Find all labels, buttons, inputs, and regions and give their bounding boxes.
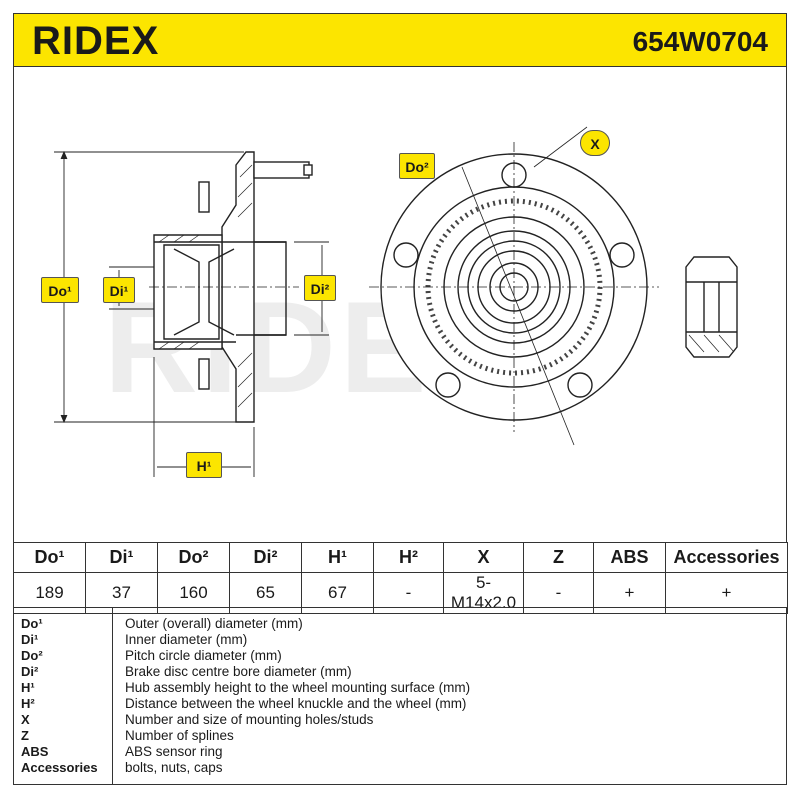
legend-key: Do² xyxy=(21,648,43,663)
legend-row: H² Distance between the wheel knuckle an… xyxy=(14,696,786,712)
spec-header-row: Do¹ Di¹ Do² Di² H¹ H² X Z ABS Accessorie… xyxy=(13,542,788,573)
hub-front-view xyxy=(369,126,659,446)
legend-row: Z Number of splines xyxy=(14,728,786,744)
legend-desc: bolts, nuts, caps xyxy=(125,760,223,775)
header-cell: Do¹ xyxy=(13,542,86,573)
legend-key: Di¹ xyxy=(21,632,39,647)
legend-key: X xyxy=(21,712,30,727)
legend-row: H¹ Hub assembly height to the wheel moun… xyxy=(14,680,786,696)
brand-logo: RIDEX xyxy=(32,19,160,63)
legend-row: Accessories bolts, nuts, caps xyxy=(14,760,786,776)
legend-key: Z xyxy=(21,728,29,743)
do2-label: Do² xyxy=(399,153,435,179)
legend-divider xyxy=(112,608,113,784)
header-cell: Di² xyxy=(229,542,302,573)
header-cell: H² xyxy=(373,542,444,573)
header-cell: Di¹ xyxy=(85,542,158,573)
header-cell: Do² xyxy=(157,542,230,573)
h1-label: H¹ xyxy=(186,452,222,478)
header-cell: Z xyxy=(523,542,594,573)
x-label: X xyxy=(580,130,610,156)
legend-desc: Pitch circle diameter (mm) xyxy=(125,648,282,663)
legend-panel: Do¹ Outer (overall) diameter (mm) Di¹ In… xyxy=(13,607,787,785)
header-bar: RIDEX 654W0704 xyxy=(13,13,787,67)
legend-row: Di¹ Inner diameter (mm) xyxy=(14,632,786,648)
drawing-svg xyxy=(54,126,738,477)
legend-key: H¹ xyxy=(21,680,35,695)
legend-key: H² xyxy=(21,696,35,711)
legend-row: X Number and size of mounting holes/stud… xyxy=(14,712,786,728)
do1-label: Do¹ xyxy=(41,277,79,303)
legend-key: Accessories xyxy=(21,760,98,775)
header-cell: H¹ xyxy=(301,542,374,573)
header-cell: Accessories xyxy=(665,542,788,573)
legend-desc: Inner diameter (mm) xyxy=(125,632,248,647)
legend-desc: Number of splines xyxy=(125,728,234,743)
header-cell: ABS xyxy=(593,542,666,573)
legend-row: Do² Pitch circle diameter (mm) xyxy=(14,648,786,664)
legend-desc: ABS sensor ring xyxy=(125,744,223,759)
hub-side-view xyxy=(149,151,313,423)
di1-label: Di¹ xyxy=(103,277,135,303)
legend-desc: Hub assembly height to the wheel mountin… xyxy=(125,680,471,695)
legend-key: Di² xyxy=(21,664,39,679)
legend-key: Do¹ xyxy=(21,616,43,631)
spec-table: Do¹ Di¹ Do² Di² H¹ H² X Z ABS Accessorie… xyxy=(13,542,788,614)
header-cell: X xyxy=(443,542,524,573)
nut-drawing xyxy=(685,256,738,358)
legend-desc: Outer (overall) diameter (mm) xyxy=(125,616,303,631)
part-number: 654W0704 xyxy=(632,26,768,57)
legend-row: Di² Brake disc centre bore diameter (mm) xyxy=(14,664,786,680)
legend-row: Do¹ Outer (overall) diameter (mm) xyxy=(14,616,786,632)
di2-label: Di² xyxy=(304,275,336,301)
legend-key: ABS xyxy=(21,744,49,759)
legend-row: ABS ABS sensor ring xyxy=(14,744,786,760)
legend-desc: Brake disc centre bore diameter (mm) xyxy=(125,664,352,679)
legend-desc: Number and size of mounting holes/studs xyxy=(125,712,374,727)
legend-desc: Distance between the wheel knuckle and t… xyxy=(125,696,467,711)
technical-drawing: RIDEX xyxy=(13,67,787,542)
